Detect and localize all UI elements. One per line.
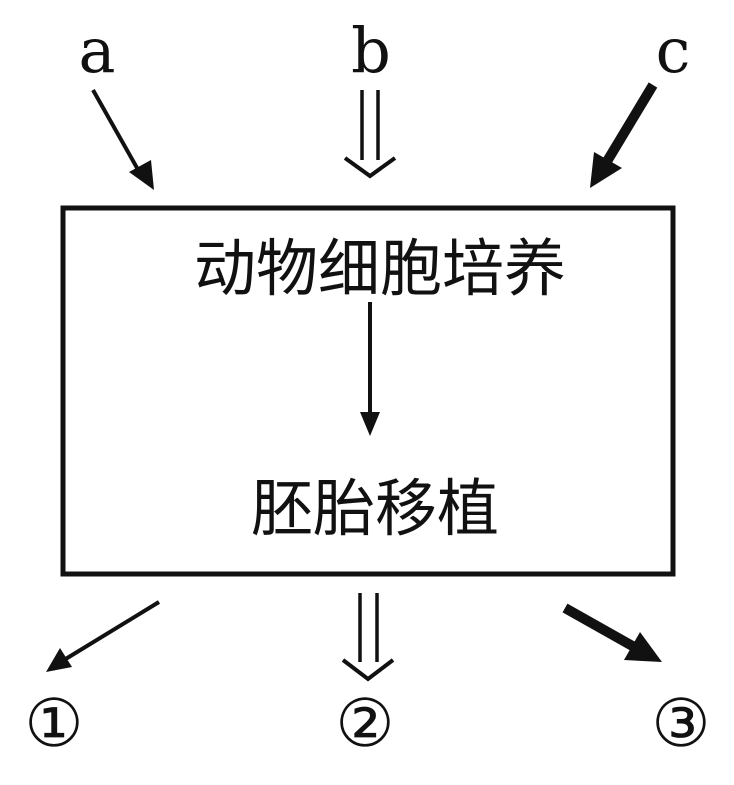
double-arrow-b-to-box [343, 90, 397, 179]
step-animal-cell-culture: 动物细胞培养 [194, 232, 566, 305]
output-label-3: ③ [651, 685, 710, 762]
output-label-1: ① [24, 685, 83, 762]
output-label-2: ② [335, 685, 394, 762]
arrow-a-to-box [91, 89, 154, 190]
step-embryo-transfer: 胚胎移植 [251, 472, 499, 545]
bold-arrow-box-to-output-3 [562, 603, 662, 662]
arrow-box-to-output-1 [46, 600, 161, 672]
process-box [60, 205, 676, 577]
bold-arrow-c-to-box [590, 82, 658, 188]
arrow-culture-to-transfer [360, 302, 380, 436]
input-label-c: c [656, 14, 691, 87]
double-arrow-box-to-output-2 [341, 593, 395, 682]
input-label-b: b [351, 14, 391, 87]
input-label-a: a [79, 14, 116, 87]
